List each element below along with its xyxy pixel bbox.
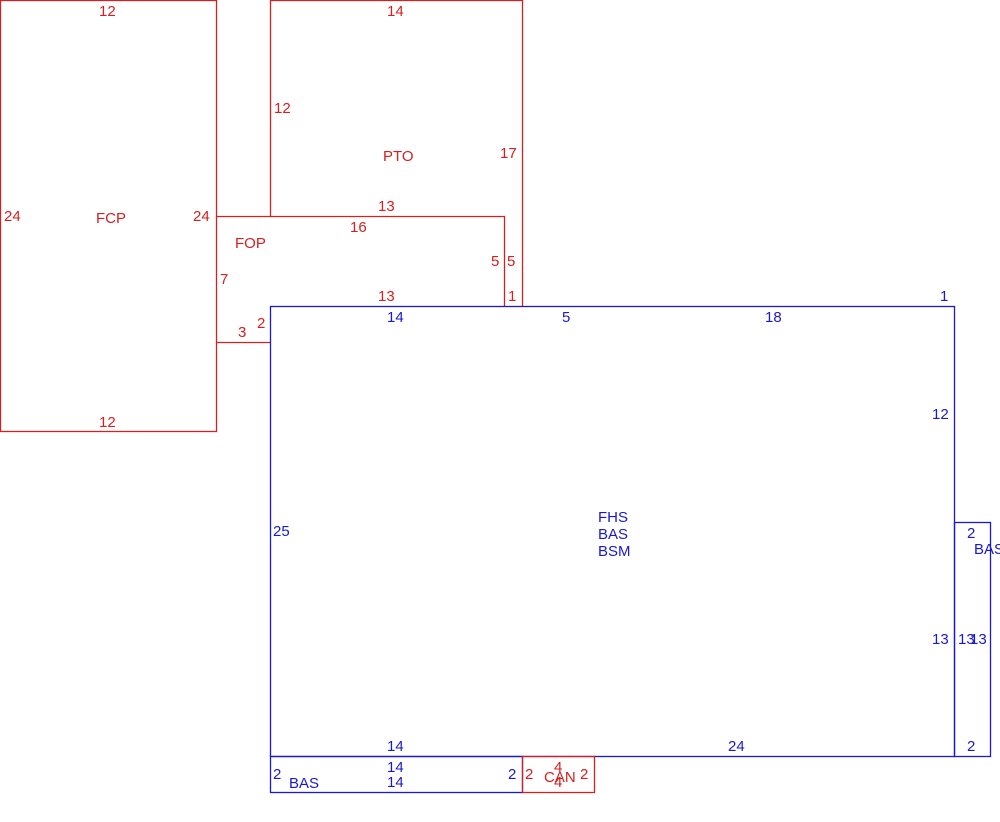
- can-label: CAN: [544, 769, 576, 786]
- main-label-bsm: BSM: [598, 543, 631, 560]
- fcp-right-dimension: 24: [193, 208, 210, 225]
- bas-right-bottom-dimension: 2: [967, 738, 975, 755]
- fop-bottom-dimension-b: 2: [257, 315, 265, 332]
- pto-label: PTO: [383, 148, 414, 165]
- fop-corner-dimension: 1: [508, 288, 516, 305]
- bas-bottom-bottom-dimension: 14: [387, 774, 404, 791]
- fcp-label: FCP: [96, 210, 126, 227]
- bas-bottom-right-dimension: 2: [508, 766, 516, 783]
- fop-label: FOP: [235, 235, 266, 252]
- fop-top-dimension: 16: [350, 219, 367, 236]
- fop-outline: [216, 215, 506, 307]
- main-bottom-dimension-a: 14: [387, 738, 404, 755]
- can-right-dimension: 2: [580, 766, 588, 783]
- fcp-left-dimension: 24: [4, 208, 21, 225]
- main-label-fhs: FHS: [598, 509, 628, 526]
- bas-right-outline: [953, 521, 992, 758]
- can-outline: [521, 755, 596, 794]
- fop-right-outer-dimension: 5: [507, 253, 515, 270]
- bas-right-top-dimension: 2: [967, 525, 975, 542]
- fop-right-inner-dimension: 5: [491, 253, 499, 270]
- main-top-dimension-b: 5: [562, 309, 570, 326]
- main-right-upper-dimension: 12: [932, 406, 949, 423]
- pto-left-dimension: 12: [274, 100, 291, 117]
- main-right-lower-dimension: 13: [932, 631, 949, 648]
- main-label-bas: BAS: [598, 526, 628, 543]
- main-corner-dimension: 1: [940, 288, 948, 305]
- main-bottom-dimension-b: 24: [728, 738, 745, 755]
- fcp-bottom-dimension: 12: [99, 414, 116, 431]
- bas-right-left-dimension: 13: [958, 631, 975, 648]
- pto-bottom-dimension: 13: [378, 198, 395, 215]
- bas-bottom-label: BAS: [289, 775, 319, 792]
- bas-bottom-top-dimension: 14: [387, 759, 404, 776]
- fop-left-dimension: 7: [220, 271, 228, 288]
- can-left-dimension: 2: [525, 766, 533, 783]
- pto-outline: [269, 0, 524, 307]
- can-top-dimension: 4: [554, 759, 562, 776]
- bas-right-right-dimension: 13: [970, 631, 987, 648]
- main-top-dimension-a: 14: [387, 309, 404, 326]
- pto-top-dimension: 14: [387, 3, 404, 20]
- pto-right-dimension: 17: [500, 145, 517, 162]
- bas-bottom-left-dimension: 2: [273, 766, 281, 783]
- fop-bottom-dimension-c: 13: [378, 288, 395, 305]
- fop-bottom-dimension-a: 3: [238, 324, 246, 341]
- can-bottom-dimension: 4: [554, 774, 562, 791]
- main-top-dimension-c: 18: [765, 309, 782, 326]
- bas-right-label: BAS: [974, 541, 1000, 558]
- fcp-top-dimension: 12: [99, 3, 116, 20]
- main-left-dimension: 25: [273, 523, 290, 540]
